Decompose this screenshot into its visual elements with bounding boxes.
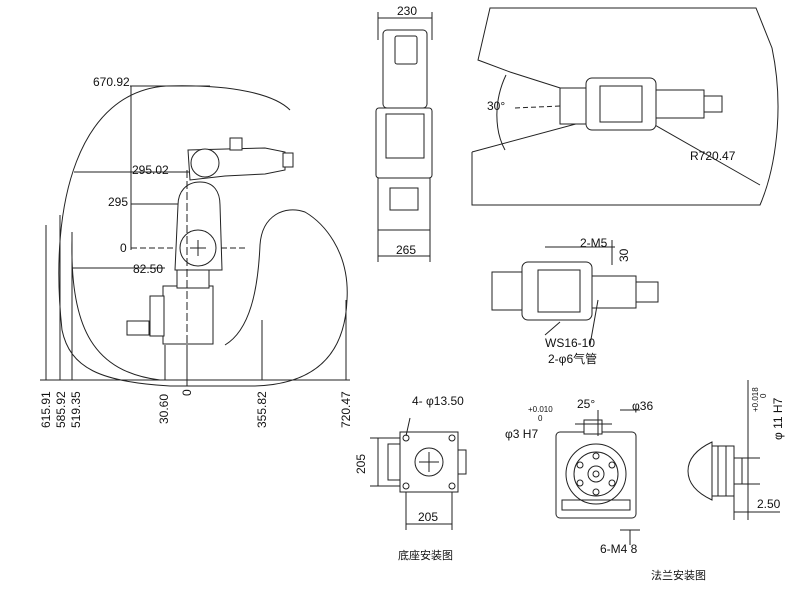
flange-side-view — [687, 380, 780, 520]
pin-tol-upper: +0.010 — [528, 405, 553, 414]
base-size-horizontal: 205 — [418, 510, 438, 524]
wrist-view — [491, 240, 659, 346]
side-view-labels: 670.92 295.02 295 0 82.50 615.91 585.92 … — [39, 75, 353, 428]
base-size-vertical: 205 — [354, 454, 368, 474]
flange-mount-view — [555, 409, 640, 545]
dim-x-30: 30.60 — [157, 394, 171, 424]
pcd-label: φ36 — [632, 399, 653, 413]
wrist-view-labels: 2-M5 30 WS16-10 2-φ6气管 — [545, 236, 631, 366]
dim-x-0: 0 — [180, 389, 194, 396]
bore-tol-upper: +0.018 — [751, 387, 760, 412]
side-view — [40, 85, 350, 387]
cable-connector-label: WS16-10 — [545, 336, 595, 350]
pin-label: φ3 H7 — [505, 427, 538, 441]
depth-label: 2.50 — [757, 497, 781, 511]
dim-30: 30 — [617, 248, 631, 262]
dim-shoulder-height: 295.02 — [132, 163, 169, 177]
range-view — [471, 7, 779, 206]
dim-x-615: 615.91 — [39, 391, 53, 428]
air-tube-label: 2-φ6气管 — [548, 351, 597, 366]
flange-mount-caption: 法兰安装图 — [651, 568, 706, 582]
dim-reach-top: 670.92 — [93, 75, 130, 89]
radius-label: R720.47 — [690, 149, 736, 163]
screws-label: 6-M4 8 — [600, 542, 638, 556]
dim-x-720: 720.47 — [339, 391, 353, 428]
dim-x-355: 355.82 — [255, 391, 269, 428]
holes-label: 4- φ13.50 — [412, 394, 464, 408]
bore-label: φ 11 H7 — [771, 397, 785, 440]
dim-zero: 0 — [120, 241, 127, 255]
range-view-labels: 30° R720.47 — [487, 99, 736, 163]
flange-mount-labels: +0.010 0 φ3 H7 25° φ36 6-M4 8 法兰安装图 — [505, 397, 706, 582]
base-mount-caption: 底座安装图 — [398, 548, 453, 562]
top-view — [375, 12, 433, 262]
workspace-inner — [71, 239, 161, 381]
dim-x-585: 585.92 — [54, 391, 68, 428]
base-mount-labels: 4- φ13.50 205 205 底座安装图 — [354, 394, 464, 562]
pin-tol-lower: 0 — [538, 414, 543, 423]
dim-depth: 265 — [396, 243, 416, 257]
dim-base-height: 82.50 — [133, 262, 163, 276]
angle-25-label: 25° — [577, 397, 595, 411]
bore-tol-lower: 0 — [759, 393, 768, 398]
angle-label: 30° — [487, 99, 505, 113]
top-view-labels: 230 265 — [396, 4, 417, 257]
flange-side-labels: +0.018 0 φ 11 H7 2.50 — [751, 387, 785, 511]
thread-label: 2-M5 — [580, 236, 608, 250]
dim-x-519: 519.35 — [69, 391, 83, 428]
dim-shoulder-offset: 295 — [108, 195, 128, 209]
base-mount-view — [370, 417, 467, 530]
dim-width: 230 — [397, 4, 417, 18]
